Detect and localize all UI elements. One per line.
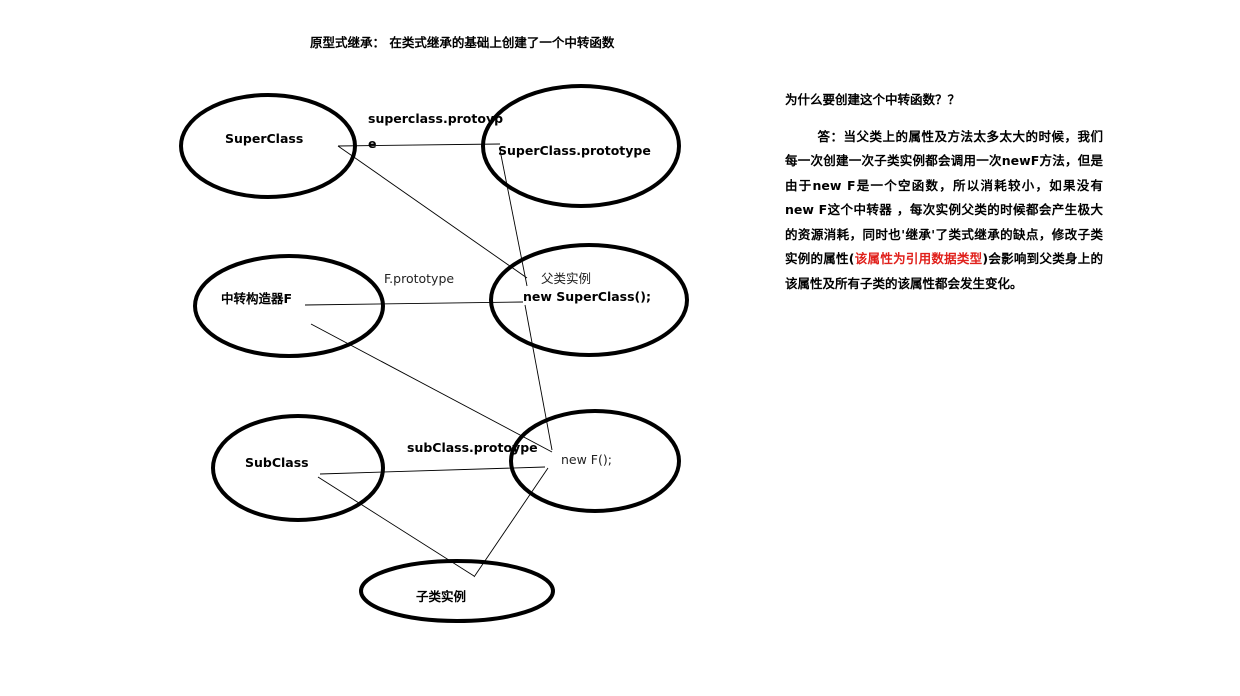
explanation-answer: 答：当父类上的属性及方法太多太大的时候，我们每一次创建一次子类实例都会调用一次n… xyxy=(785,125,1103,297)
superclass-prototype-ellipse xyxy=(481,84,681,208)
parent-instance-label: 父类实例 xyxy=(541,271,591,286)
f-prototype-edge-label: F.prototype xyxy=(384,271,454,286)
new-f-label: new F(); xyxy=(561,452,612,467)
middle-constructor-ellipse xyxy=(193,254,385,358)
parent-instance-code: new SuperClass(); xyxy=(523,289,651,304)
diagram-title: 原型式继承： 在类式继承的基础上创建了一个中转函数 xyxy=(310,35,615,50)
subclass-label: SubClass xyxy=(245,455,309,470)
superclass-prototype-edge-label-wrap: e xyxy=(368,136,376,151)
parent-instance-to-new-f-line xyxy=(524,304,553,451)
superclass-to-prototype-line xyxy=(337,143,501,147)
new-f-to-child-instance-line xyxy=(473,467,549,578)
child-instance-ellipse xyxy=(359,559,555,623)
explanation-question: 为什么要创建这个中转函数？？ xyxy=(785,92,961,107)
answer-highlight: 该属性为引用数据类型 xyxy=(854,251,983,266)
parent-instance-ellipse xyxy=(489,243,689,357)
middle-constructor-label: 中转构造器F xyxy=(221,291,292,306)
subclass-to-child-instance-line xyxy=(317,476,475,577)
child-instance-label: 子类实例 xyxy=(416,589,466,604)
answer-text-after: )会影响到父类身上的该属性及所有子类的该属性都会发生变化。 xyxy=(785,251,1103,291)
superclass-to-parent-instance-line xyxy=(337,145,528,279)
subclass-prototype-edge-label: subClass.protoype xyxy=(407,440,538,455)
subclass-to-new-f-line xyxy=(319,466,546,475)
subclass-ellipse xyxy=(211,414,385,522)
explanation-panel: 为什么要创建这个中转函数？？ 答：当父类上的属性及方法太多太大的时候，我们每一次… xyxy=(785,88,1103,296)
new-f-ellipse xyxy=(509,409,681,513)
middle-ctor-to-new-f-line xyxy=(310,323,553,453)
answer-text-before: 答：当父类上的属性及方法太多太大的时候，我们每一次创建一次子类实例都会调用一次n… xyxy=(785,128,1103,267)
superclass-ellipse xyxy=(179,93,357,199)
superclass-prototype-label: SuperClass.prototype xyxy=(498,143,651,158)
superclass-prototype-edge-label: superclass.protoyp xyxy=(368,111,503,126)
superclass-label: SuperClass xyxy=(225,131,303,146)
prototype-to-parent-instance-line xyxy=(499,149,528,287)
middle-ctor-to-parent-instance-line xyxy=(304,301,524,306)
